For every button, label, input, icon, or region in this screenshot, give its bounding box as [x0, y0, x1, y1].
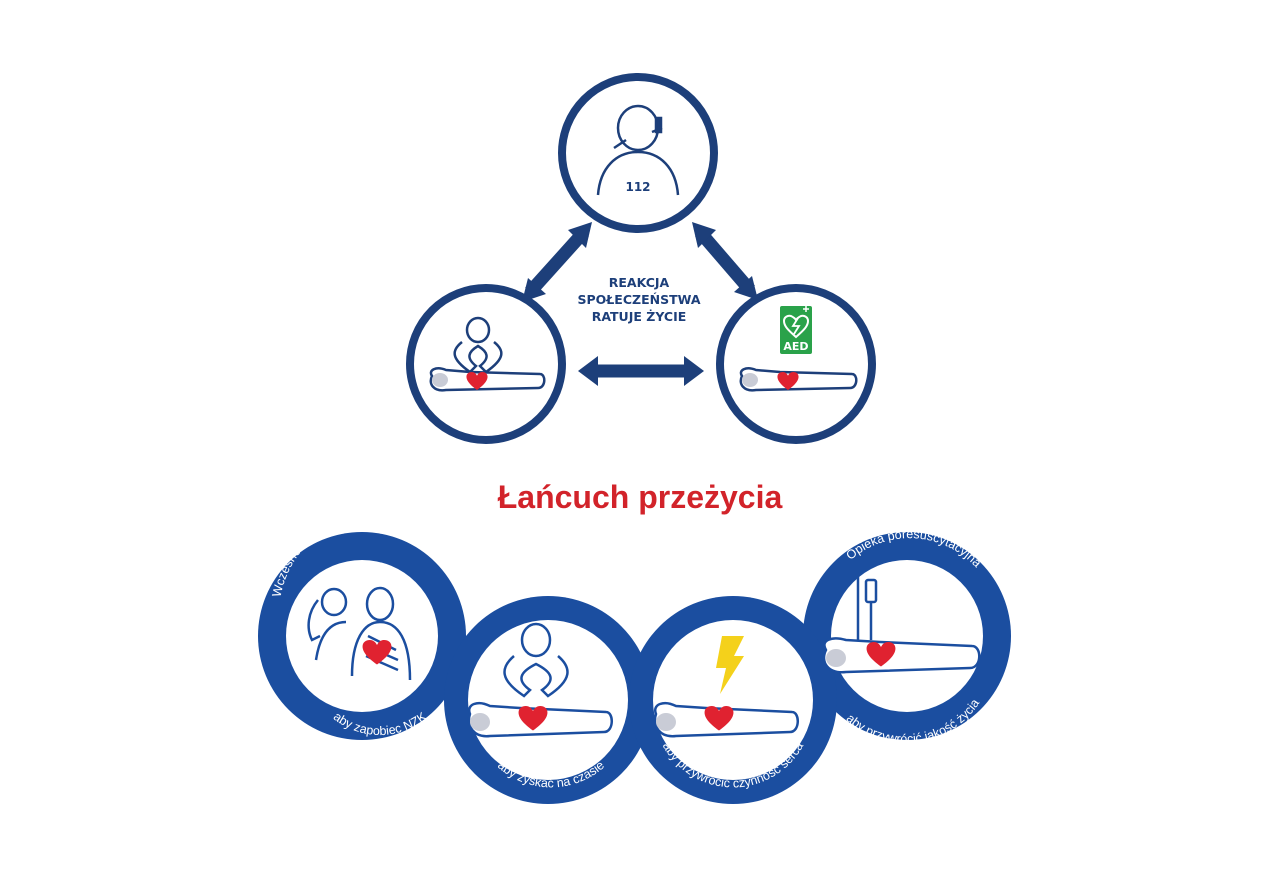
arrow-bottom — [578, 356, 704, 386]
chain-links — [258, 532, 1011, 804]
center-line-1: REAKCJA — [609, 275, 670, 290]
page-title: Łańcuch przeżycia — [498, 479, 783, 515]
chain-link-post-care — [822, 576, 981, 674]
circle-emergency-call: 112 — [558, 73, 718, 233]
iv-drip-icon — [856, 576, 878, 646]
arrow-top-right — [692, 222, 758, 300]
lightning-icon — [716, 636, 744, 694]
aed-label: AED — [783, 340, 808, 353]
center-line-2: SPOŁECZEŃSTWA — [577, 292, 700, 307]
patient-icon — [822, 637, 981, 674]
center-line-3: RATUJE ŻYCIE — [592, 309, 687, 324]
arrow-top-left — [522, 222, 592, 302]
patient-icon — [739, 367, 858, 392]
caption-top-2: Wczesne rozpoczęcie RKO — [479, 527, 626, 581]
triangle-arrows — [522, 222, 758, 386]
phone-number: 112 — [625, 180, 650, 194]
center-caption: REAKCJA SPOŁECZEŃSTWA RATUJE ŻYCIE — [577, 275, 700, 324]
headset-operator-icon — [596, 104, 680, 196]
cpr-rescuer-icon — [503, 622, 569, 698]
patient-icon — [429, 367, 546, 392]
chain-link-defibrillation — [653, 636, 799, 738]
cpr-rescuer-icon — [453, 316, 503, 374]
patient-icon — [467, 702, 613, 738]
circle-cpr — [406, 284, 566, 444]
patient-icon — [653, 702, 799, 738]
caption-top-3: Wczesna defibrylacja — [665, 526, 787, 563]
chain-link-cpr — [467, 622, 613, 738]
circle-aed: AED — [716, 284, 876, 444]
chain-link-recognition — [307, 586, 412, 681]
aed-icon: AED — [780, 306, 812, 354]
phone-icon — [307, 587, 348, 661]
